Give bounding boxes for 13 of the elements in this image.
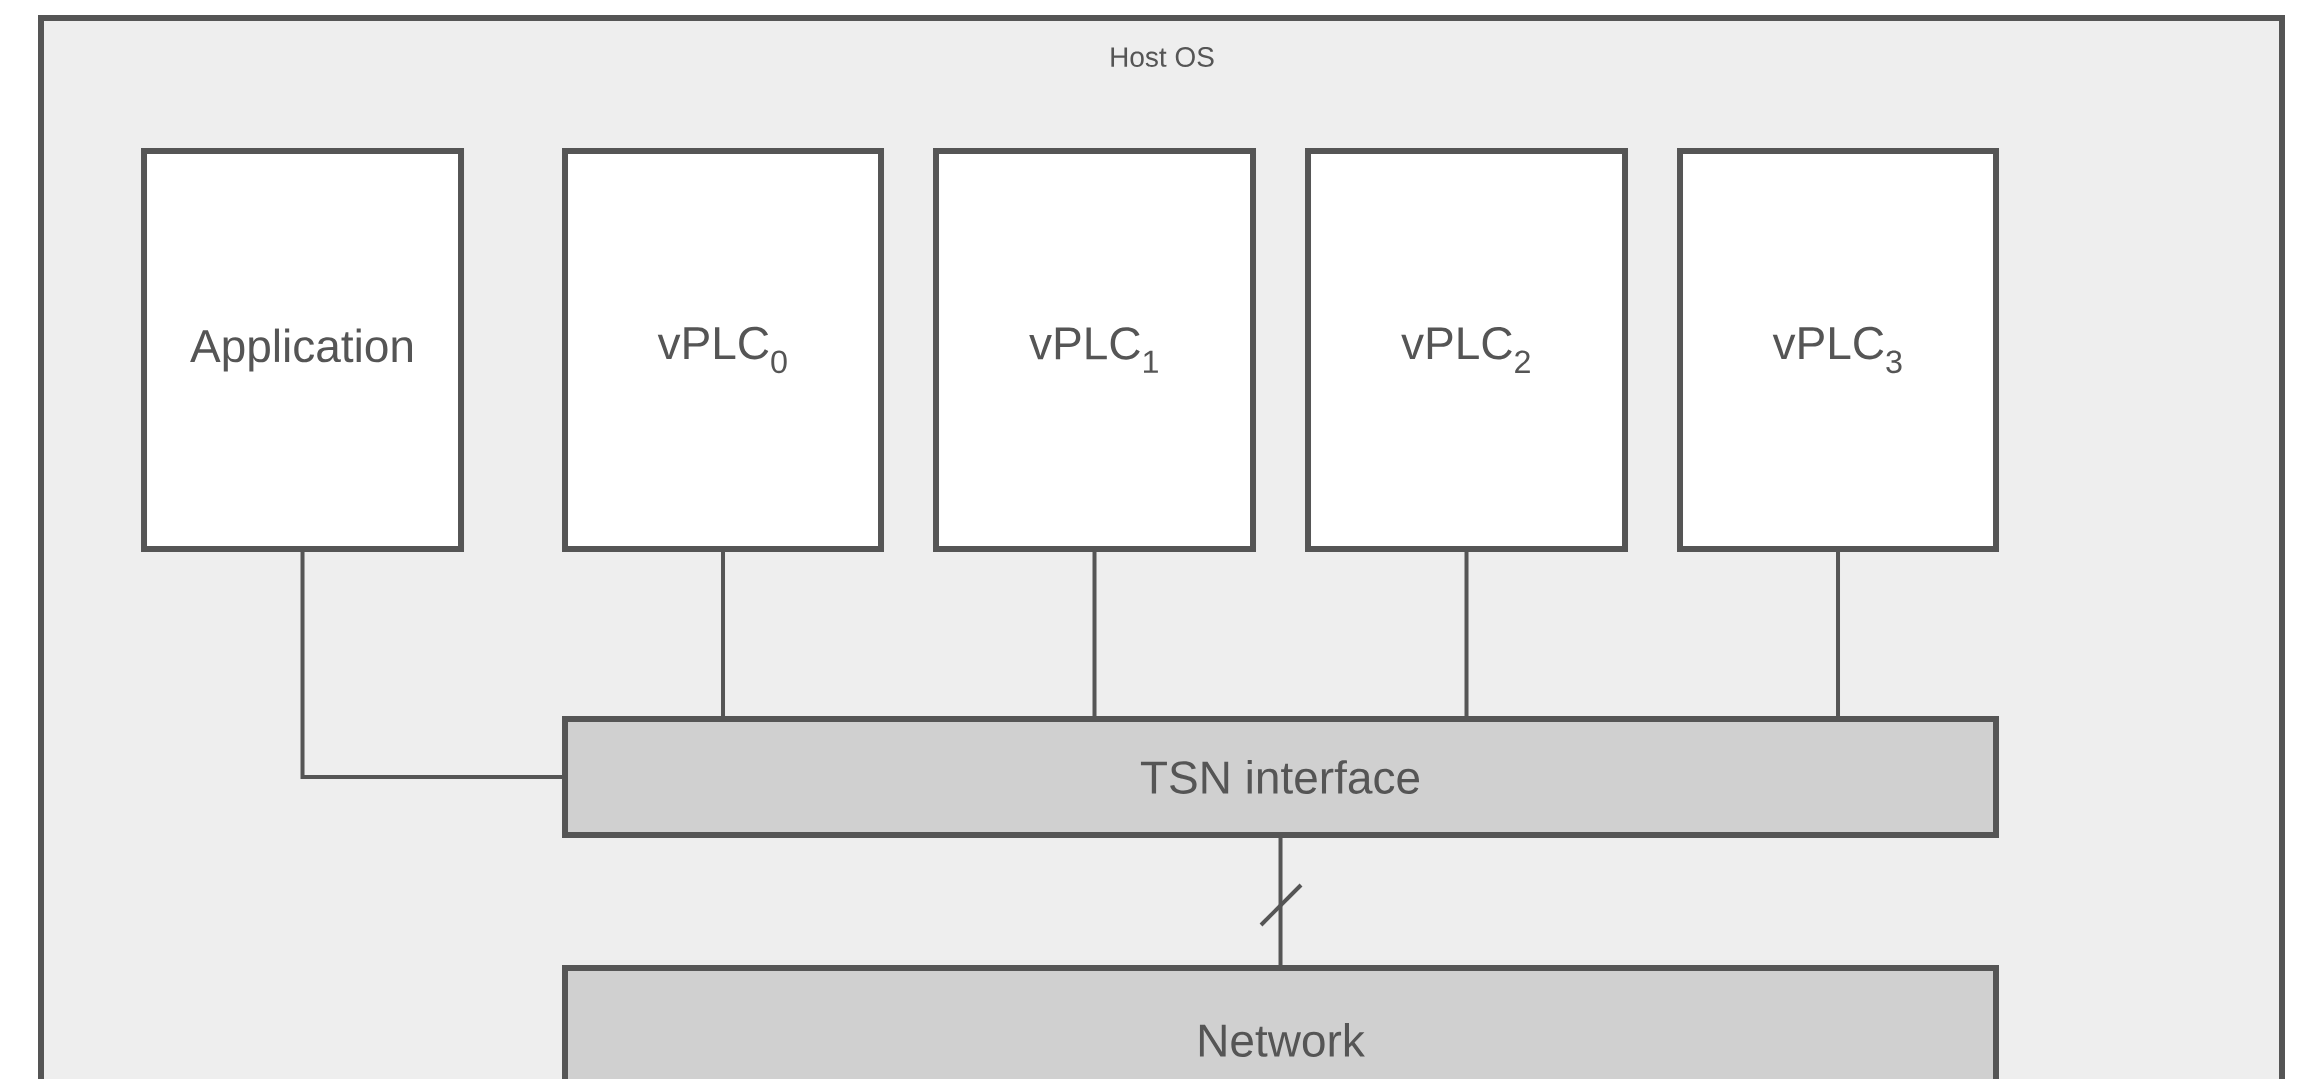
vplc-box: vPLC$_{0}$ [562, 148, 884, 552]
connector-line [1836, 552, 1840, 716]
connector-line [1464, 552, 1469, 716]
connector-line [300, 552, 562, 779]
vplc-box: vPLC$_{1}$ [933, 148, 1256, 552]
connector-line [1092, 552, 1097, 716]
vplc-box: vPLC$_{2}$ [1305, 148, 1628, 552]
application-box: Application [141, 148, 464, 552]
connector-line [1278, 838, 1283, 965]
network-bar: Network [562, 965, 1999, 1079]
interface-bar: TSN interface [562, 716, 1999, 838]
vplc-box: vPLC$_{3}$ [1677, 148, 1999, 552]
connector-line [721, 552, 725, 716]
